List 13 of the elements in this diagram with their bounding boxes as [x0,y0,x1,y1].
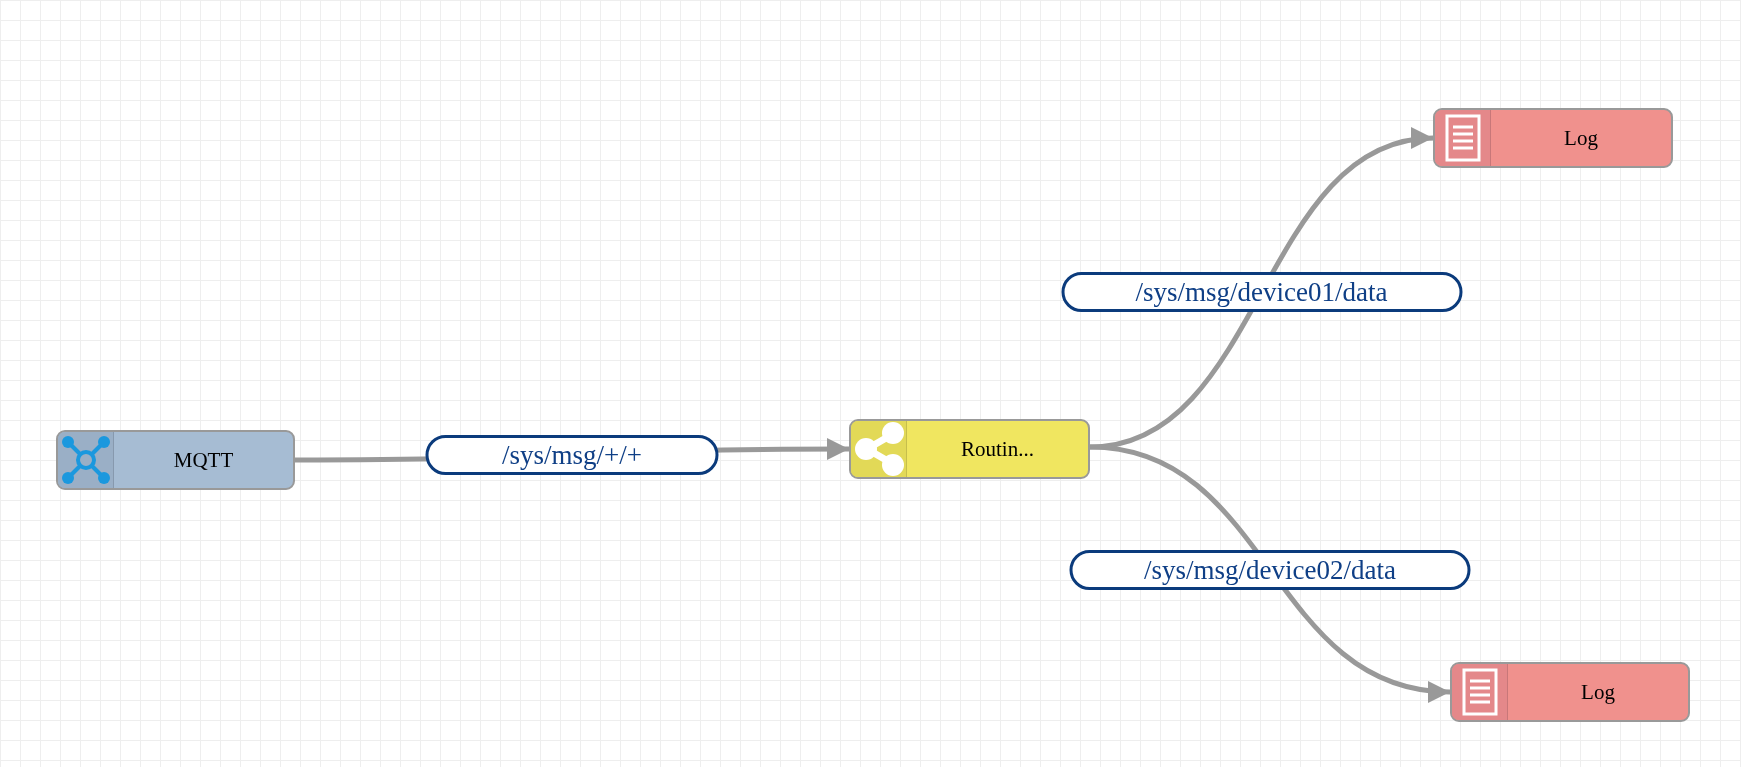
flow-node [849,419,1090,479]
edge-label: /sys/msg/device01/data [1061,272,1462,313]
node-label: MQTT [172,447,235,473]
connector-arrow [1089,444,1451,701]
node-label: Log [1563,125,1599,151]
flow-node [1450,662,1690,722]
flow-node [1433,108,1673,168]
connector-arrow [1089,130,1434,450]
edge-label: /sys/msg/device02/data [1069,549,1471,590]
node-label: Routin... [960,436,1035,462]
edge-label: /sys/msg/+/+ [425,434,719,475]
flow-node [56,430,295,490]
node-label: Log [1580,679,1616,705]
